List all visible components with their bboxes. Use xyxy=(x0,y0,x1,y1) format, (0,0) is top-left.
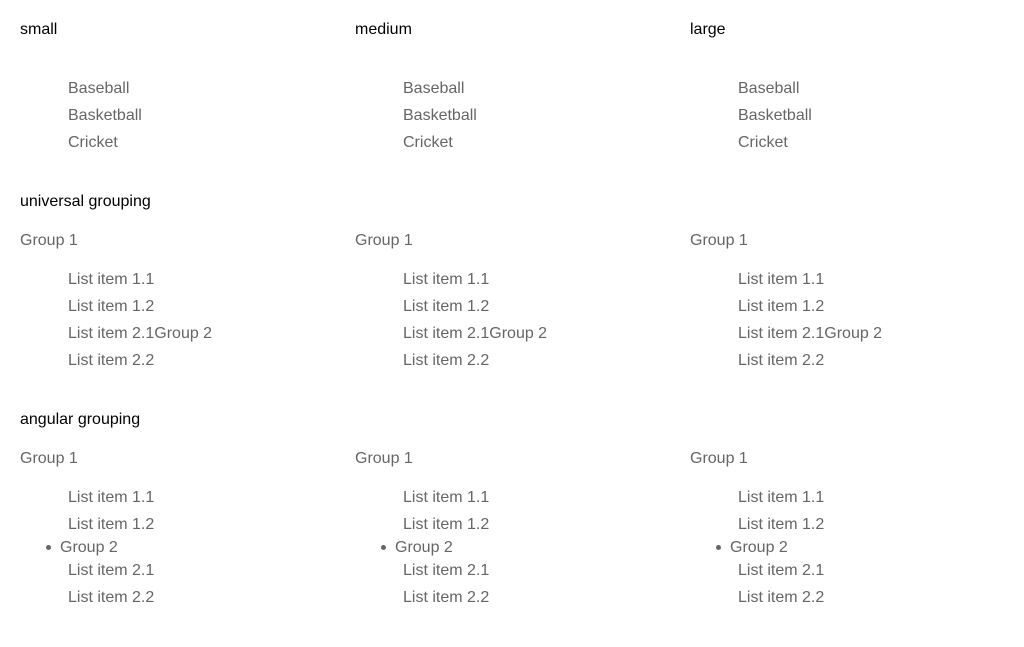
list-item-2-1[interactable]: List item 2.1 xyxy=(738,562,825,579)
size-label-medium: medium xyxy=(355,21,412,38)
bullet-icon xyxy=(716,545,721,550)
list-item-basketball-medium[interactable]: Basketball xyxy=(403,107,477,124)
list-item-1-2[interactable]: List item 1.2 xyxy=(68,516,155,533)
list-item-2-2[interactable]: List item 2.2 xyxy=(403,589,490,606)
universal-grouping-heading: universal grouping xyxy=(20,193,151,210)
list-item-1-1[interactable]: List item 1.1 xyxy=(738,489,825,506)
list-item-2-1[interactable]: List item 2.1 xyxy=(738,325,825,342)
list-item-1-2[interactable]: List item 1.2 xyxy=(403,298,490,315)
list-item-2-2[interactable]: List item 2.2 xyxy=(68,352,155,369)
list-item-basketball-large[interactable]: Basketball xyxy=(738,107,812,124)
list-item-1-1[interactable]: List item 1.1 xyxy=(403,271,490,288)
size-label-large: large xyxy=(690,21,726,38)
list-item-baseball-large[interactable]: Baseball xyxy=(738,80,800,97)
bullet-icon xyxy=(46,545,51,550)
group-1-header: Group 1 xyxy=(355,232,413,249)
list-item-cricket-small[interactable]: Cricket xyxy=(68,134,118,151)
list-item-2-2[interactable]: List item 2.2 xyxy=(68,589,155,606)
group-2-header: Group 2 xyxy=(824,325,883,342)
list-item-2-1[interactable]: List item 2.1 xyxy=(68,325,155,342)
group-1-header: Group 1 xyxy=(690,232,748,249)
list-item-2-1[interactable]: List item 2.1 xyxy=(68,562,155,579)
group-2-header: Group 2 xyxy=(395,539,453,556)
group-2-header: Group 2 xyxy=(489,325,548,342)
list-item-2-1-row[interactable]: List item 2.1Group 2 xyxy=(403,325,547,343)
list-item-1-2[interactable]: List item 1.2 xyxy=(403,516,490,533)
list-item-1-1[interactable]: List item 1.1 xyxy=(68,271,155,288)
size-label-small: small xyxy=(20,21,58,38)
list-item-1-1[interactable]: List item 1.1 xyxy=(403,489,490,506)
list-item-1-1[interactable]: List item 1.1 xyxy=(738,271,825,288)
list-item-1-1[interactable]: List item 1.1 xyxy=(68,489,155,506)
group-2-header: Group 2 xyxy=(60,539,118,556)
list-item-baseball-small[interactable]: Baseball xyxy=(68,80,130,97)
bullet-icon xyxy=(381,545,386,550)
group-1-header: Group 1 xyxy=(690,450,748,467)
list-item-2-1-row[interactable]: List item 2.1Group 2 xyxy=(738,325,882,343)
list-item-1-2[interactable]: List item 1.2 xyxy=(738,516,825,533)
group-1-header: Group 1 xyxy=(20,450,78,467)
list-item-2-1[interactable]: List item 2.1 xyxy=(403,325,490,342)
angular-grouping-heading: angular grouping xyxy=(20,411,141,428)
list-item-cricket-large[interactable]: Cricket xyxy=(738,134,788,151)
list-item-1-2[interactable]: List item 1.2 xyxy=(738,298,825,315)
list-item-2-2[interactable]: List item 2.2 xyxy=(738,352,825,369)
list-item-cricket-medium[interactable]: Cricket xyxy=(403,134,453,151)
group-1-header: Group 1 xyxy=(20,232,78,249)
list-item-1-2[interactable]: List item 1.2 xyxy=(68,298,155,315)
list-item-2-1[interactable]: List item 2.1 xyxy=(403,562,490,579)
group-2-header: Group 2 xyxy=(154,325,213,342)
group-1-header: Group 1 xyxy=(355,450,413,467)
list-item-basketball-small[interactable]: Basketball xyxy=(68,107,142,124)
list-item-baseball-medium[interactable]: Baseball xyxy=(403,80,465,97)
list-item-2-2[interactable]: List item 2.2 xyxy=(403,352,490,369)
group-2-header: Group 2 xyxy=(730,539,788,556)
list-item-2-2[interactable]: List item 2.2 xyxy=(738,589,825,606)
list-item-2-1-row[interactable]: List item 2.1Group 2 xyxy=(68,325,212,343)
